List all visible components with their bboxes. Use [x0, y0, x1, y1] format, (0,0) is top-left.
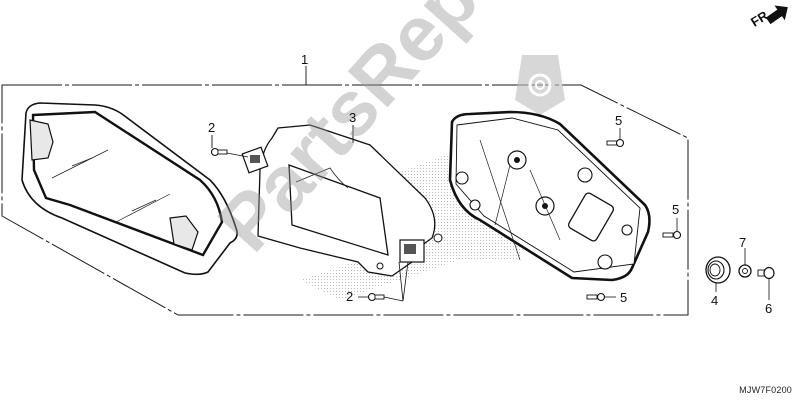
meter-cover-part[interactable] [21, 102, 238, 276]
callout-6[interactable]: 6 [765, 301, 773, 316]
assembly-outline [1, 84, 689, 316]
screw-upper-left[interactable] [210, 147, 249, 158]
diagram-code: MJW7F0200 [739, 385, 792, 395]
screw-5-upper[interactable] [606, 128, 625, 148]
meter-case-part[interactable] [448, 110, 651, 282]
washer-part[interactable] [738, 248, 752, 278]
callout-4[interactable]: 4 [711, 293, 719, 308]
bolt-part[interactable] [757, 266, 775, 301]
arrow-northeast-icon [765, 5, 788, 25]
callout-7[interactable]: 7 [739, 235, 747, 250]
callout-2-upper[interactable]: 2 [208, 120, 216, 135]
screw-5-right[interactable] [662, 218, 682, 240]
gear-icon [515, 55, 565, 115]
callout-2-lower[interactable]: 2 [346, 289, 354, 304]
meter-unit-part[interactable] [241, 124, 443, 277]
callout-5-bottom[interactable]: 5 [620, 290, 628, 305]
screw-lower[interactable] [358, 261, 409, 302]
screw-5-bottom[interactable] [586, 292, 616, 302]
callout-3[interactable]: 3 [349, 110, 357, 125]
grommet-part[interactable] [705, 256, 731, 292]
callout-5-upper[interactable]: 5 [615, 113, 623, 128]
callout-1[interactable]: 1 [301, 52, 309, 67]
callout-5-right[interactable]: 5 [672, 202, 680, 217]
